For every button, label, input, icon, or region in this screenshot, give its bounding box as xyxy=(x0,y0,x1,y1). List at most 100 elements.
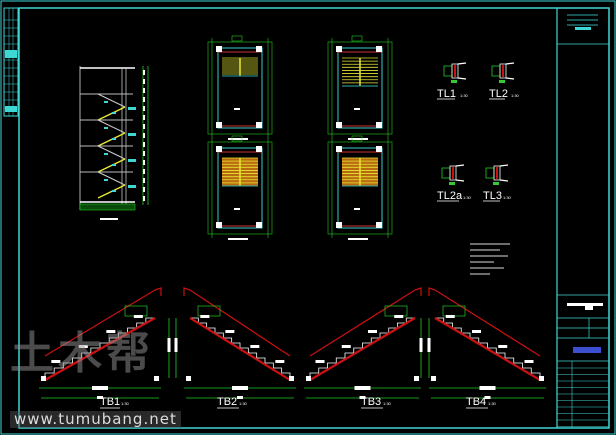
detail-label-tl2a: TL2a xyxy=(437,190,463,202)
elev-tag xyxy=(112,190,116,192)
binding-strip-grid xyxy=(4,8,18,116)
detail-leader xyxy=(505,62,515,65)
detail-slab xyxy=(491,65,501,77)
plan-column xyxy=(336,122,342,128)
plan-title xyxy=(348,138,368,140)
elev-flight xyxy=(97,171,126,186)
tb-logo-bar xyxy=(575,27,591,30)
flight-rebar-tag xyxy=(275,360,285,363)
tb-project-name xyxy=(567,303,603,306)
elev-dim-text xyxy=(143,160,145,165)
elev-dim-text xyxy=(143,169,145,174)
flight-handrail xyxy=(183,287,291,357)
elev-dim-text xyxy=(143,133,145,138)
flight-dim-text xyxy=(479,386,496,390)
plan-dim-frame xyxy=(207,41,273,135)
flight-dim-text xyxy=(359,396,366,399)
flight-dim-text xyxy=(167,338,171,352)
plan-column xyxy=(256,122,262,128)
detail-leader xyxy=(455,164,465,167)
flight-detail-box xyxy=(442,305,466,317)
plan-column xyxy=(336,46,342,52)
plan-column xyxy=(376,122,382,128)
elev-dim-text xyxy=(143,79,145,84)
plan-axis-bubble xyxy=(231,35,243,42)
tb-project-name xyxy=(585,306,593,310)
stair-plan xyxy=(327,135,393,240)
flight-detail-box xyxy=(124,305,148,317)
flight-dim-text xyxy=(92,386,108,390)
elev-flight xyxy=(97,93,126,108)
flight-handrail xyxy=(309,287,422,357)
plan-column xyxy=(216,222,222,228)
flight-support xyxy=(431,376,436,381)
detail-rebar xyxy=(496,167,498,179)
detail-label-tl1: TL1 xyxy=(437,88,456,100)
watermark-logo: 土木帮 xyxy=(10,328,154,379)
stair-flight xyxy=(419,287,546,399)
flight-support xyxy=(414,376,419,381)
elev-title xyxy=(100,218,118,220)
detail-slab xyxy=(441,167,451,179)
detail-rebar xyxy=(452,167,454,179)
stair-plan xyxy=(207,35,273,140)
detail-scale-tl3: 1:30 xyxy=(503,195,512,200)
detail-leader xyxy=(505,77,515,80)
flight-rebar-tag xyxy=(341,345,351,348)
stair-flight-sections xyxy=(39,287,546,409)
elev-dim-text xyxy=(143,196,145,201)
strip-stamp xyxy=(5,106,17,112)
plan-text xyxy=(354,108,360,110)
detail-leader xyxy=(455,179,465,182)
elev-flight xyxy=(97,132,126,147)
plan-dim-frame xyxy=(207,141,273,235)
elev-dim-text xyxy=(143,106,145,111)
flight-slab-rebar xyxy=(434,317,541,381)
flight-rebar-tag xyxy=(472,330,481,333)
detail-rebar xyxy=(502,65,504,77)
elev-dim-text xyxy=(143,70,145,75)
flight-rebar-tag xyxy=(133,315,143,318)
flight-rebar-tag xyxy=(250,345,260,348)
stair-section-elevation xyxy=(79,66,149,220)
detail-scale-tl2a: 1:30 xyxy=(463,195,472,200)
plan-title xyxy=(228,138,248,140)
plan-column xyxy=(216,122,222,128)
section-scale-tb2: 1:30 xyxy=(239,401,248,406)
beam-detail xyxy=(443,62,467,83)
stair-flight xyxy=(174,287,296,399)
elev-tag xyxy=(112,164,116,166)
plan-walls xyxy=(217,47,263,129)
elev-tag xyxy=(104,179,108,181)
notes-block xyxy=(470,243,510,275)
inner-border xyxy=(18,7,610,429)
elev-tag xyxy=(112,112,116,114)
elev-dim-text xyxy=(143,115,145,120)
elev-foundation xyxy=(79,203,136,211)
section-label-tb2: TB2 xyxy=(217,396,237,408)
beam-detail xyxy=(441,164,465,185)
elev-tag xyxy=(104,101,108,103)
flight-rebar-tag xyxy=(498,345,508,348)
stair-flight xyxy=(39,287,171,399)
plan-axis-bubble xyxy=(231,135,243,142)
flight-dim-text xyxy=(174,338,178,352)
flight-rebar-tag xyxy=(394,315,404,318)
flight-support xyxy=(306,376,311,381)
elev-tag xyxy=(104,153,108,155)
beam-details xyxy=(437,62,515,202)
elev-tag xyxy=(104,127,108,129)
section-labels: TB1 1:30 TB2 1:30 TB3 1:30 TB4 1:30 xyxy=(100,396,497,408)
detail-base xyxy=(493,182,499,185)
detail-slab xyxy=(443,65,453,77)
flight-dim-text xyxy=(354,386,371,390)
beam-detail xyxy=(491,62,515,83)
detail-leader xyxy=(499,164,509,167)
plan-axis-bubble xyxy=(351,135,363,142)
elev-dim-text xyxy=(143,124,145,129)
flight-slab-rebar xyxy=(44,317,156,381)
elev-flight xyxy=(97,145,126,160)
stair-plan xyxy=(327,35,393,140)
elev-flight xyxy=(97,106,126,121)
